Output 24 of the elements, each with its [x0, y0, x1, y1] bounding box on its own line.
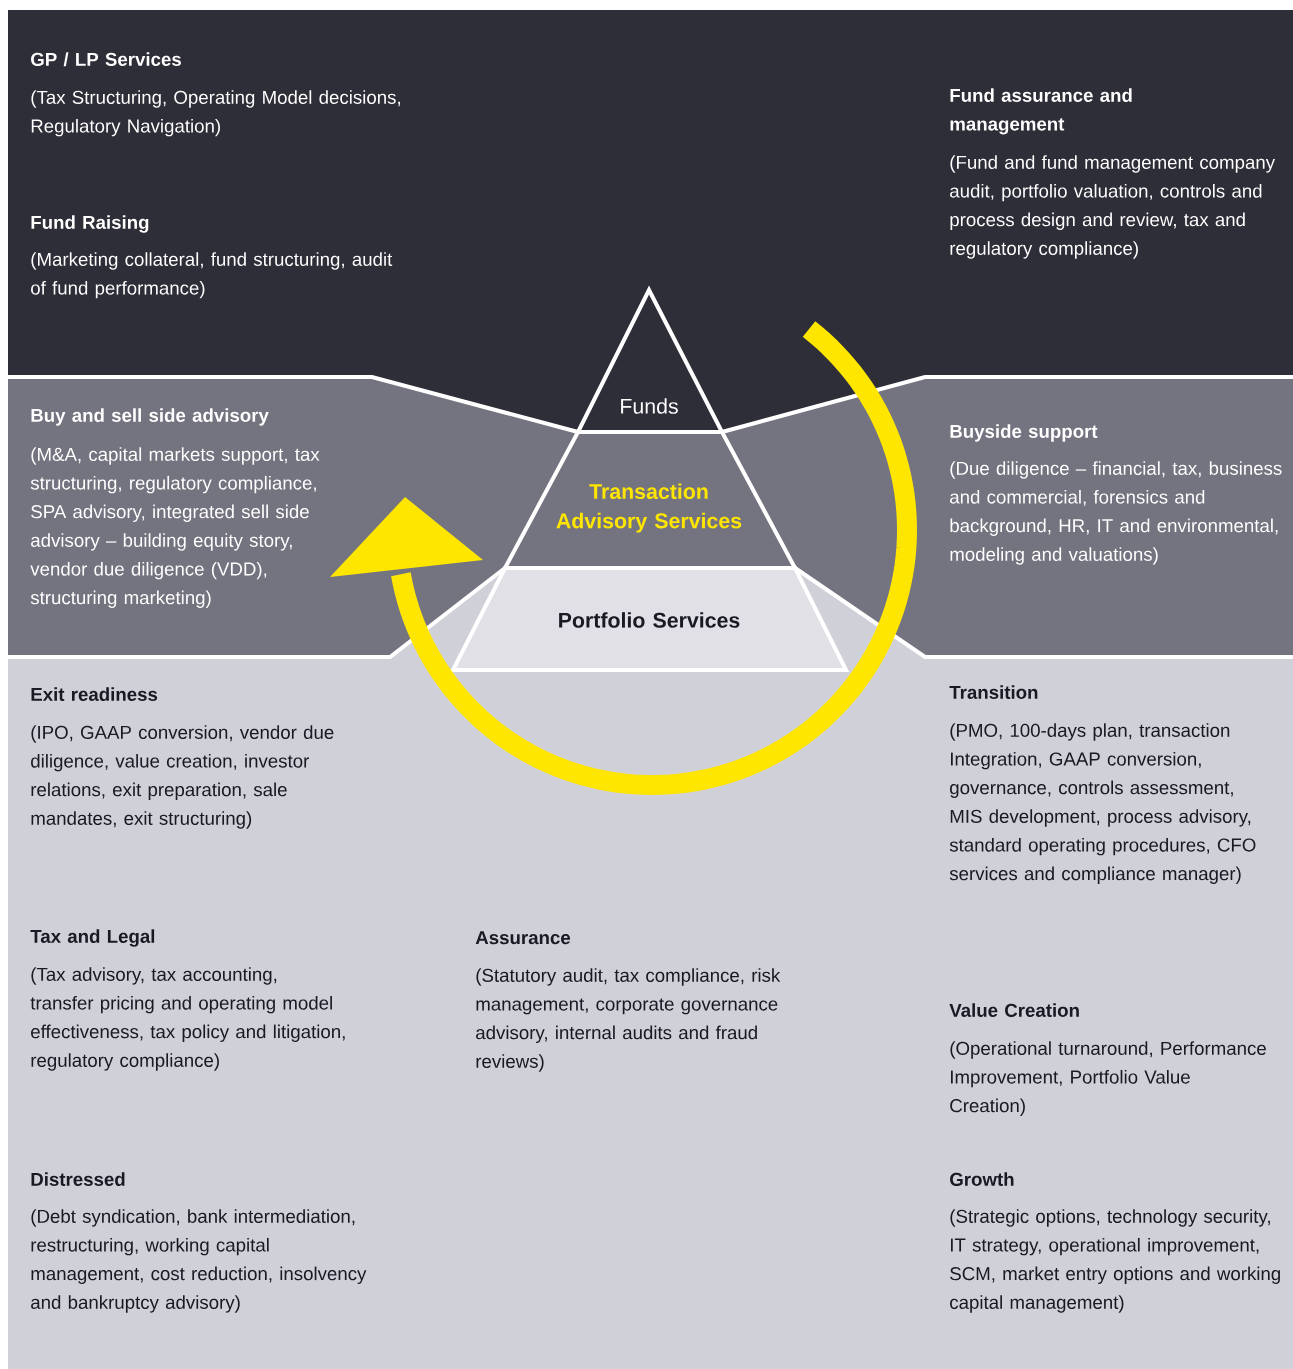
section-heading: Fund Raising [31, 215, 149, 233]
section-text: (Operational turnaround, Performance Improvement, Portfolio Value Creation) [950, 1041, 1266, 1116]
section-text: (Tax advisory, tax accounting, transfer pricing and operating model effectiveness, tax policy and litigation, regulatory compliance) [30, 967, 345, 1071]
section-heading: Assurance [475, 931, 571, 945]
section-text: (Due diligence – financial, tax, business and commercial, forensics and background, HR, IT and environmental, modeling and valuations) [950, 461, 1282, 565]
section-heading: Transition [949, 685, 1038, 699]
section-heading: Distressed [31, 1172, 125, 1186]
section-text: (Tax Structuring, Operating Model decisions, Regulatory Navigation) [31, 90, 400, 137]
section-text: (IPO, GAAP conversion, vendor due diligence, value creation, investor relations, exit preparation, sale mandates, exit structuring) [31, 725, 334, 829]
section-text: (Fund and fund management company audit, portfolio valuation, controls and process design and review, tax and regulatory compliance) [950, 155, 1275, 259]
section-text: (Statutory audit, tax compliance, risk management, corporate governance advisory, internal audits and fraud reviews) [476, 968, 781, 1072]
section-heading: Growth [950, 1172, 1014, 1186]
section-heading: Exit readiness [31, 687, 158, 701]
section-heading: Buy and sell side advisory [31, 408, 269, 426]
section-heading: GP / LP Services [31, 52, 181, 67]
section-text: (PMO, 100-days plan, transaction Integration, GAAP conversion, governance, controls assessment, MIS development, process advisory, standard operating procedures, CFO services and compliance manager) [949, 723, 1256, 884]
section-heading: Value Creation [949, 1003, 1079, 1017]
section-text: (Marketing collateral, fund structuring, audit of fund performance) [31, 252, 393, 299]
section-heading: Tax and Legal [30, 929, 155, 947]
section-text: (Debt syndication, bank intermediation, restructuring, working capital management, cost reduction, insolvency and bankruptcy advisory) [31, 1209, 367, 1313]
section-heading: Fund assurance and management [950, 88, 1132, 135]
section-heading: Buyside support [950, 424, 1098, 442]
section-text: (M&A, capital markets support, tax structuring, regulatory compliance, SPA advisory, integrated sell side advisory – building equity story, vendor due diligence (VDD), structuring marketing) [30, 447, 320, 608]
section-text: (Strategic options, technology security, IT strategy, operational improvement, SCM, market entry options and working capital management) [950, 1209, 1280, 1313]
